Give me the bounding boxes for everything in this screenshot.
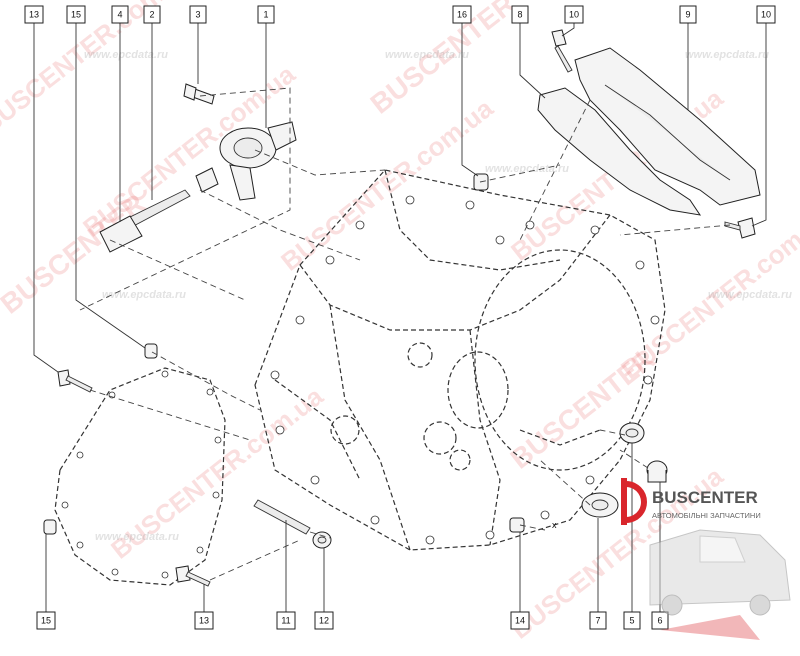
callout-12: 12	[314, 611, 334, 630]
logo-name: BUSCENTER	[652, 488, 758, 507]
watermark-epcdata: www.epcdata.ru	[102, 289, 186, 301]
bolt-10-right	[724, 217, 756, 239]
logo-mark	[621, 478, 647, 525]
callout-1: 1	[257, 5, 275, 24]
washer-5	[619, 422, 645, 444]
stud-11	[253, 499, 311, 535]
callout-6: 6	[651, 611, 669, 630]
watermark-epcdata: www.epcdata.ru	[95, 531, 179, 543]
watermark-epcdata: www.epcdata.ru	[385, 49, 469, 61]
callout-5: 5	[623, 611, 641, 630]
watermark-brand: BUSCENTER	[505, 343, 661, 475]
svg-text:13: 13	[29, 10, 39, 20]
svg-text:4: 4	[117, 10, 122, 20]
bolt-10-top	[551, 29, 573, 73]
svg-text:2: 2	[149, 10, 154, 20]
callout-11: 11	[276, 611, 296, 630]
svg-text:7: 7	[595, 616, 600, 626]
svg-text:15: 15	[71, 10, 81, 20]
dowel-14	[509, 517, 525, 533]
svg-text:12: 12	[319, 616, 329, 626]
svg-text:5: 5	[629, 616, 634, 626]
callout-13-top: 13	[24, 5, 44, 24]
bolt-13-top	[57, 369, 93, 393]
svg-text:10: 10	[761, 10, 771, 20]
callout-3: 3	[189, 5, 207, 24]
svg-text:3: 3	[195, 10, 200, 20]
svg-text:13: 13	[199, 616, 209, 626]
bolt-3	[183, 83, 215, 105]
bracket-9	[574, 47, 761, 206]
callout-10-top: 10	[564, 5, 584, 24]
seal-7	[581, 492, 619, 518]
svg-text:11: 11	[281, 616, 290, 626]
leader-lines	[33, 23, 767, 612]
plug-6	[646, 460, 668, 483]
svg-text:16: 16	[457, 10, 467, 20]
callout-16: 16	[452, 5, 472, 24]
dowel-15-top	[144, 343, 158, 359]
callout-10-right: 10	[756, 5, 776, 24]
callout-4: 4	[111, 5, 129, 24]
watermark-site: BUSCENTER.com.ua	[275, 93, 499, 277]
clutch-slave-cylinder	[219, 121, 297, 201]
svg-text:14: 14	[515, 616, 525, 626]
side-cover-gasket	[54, 367, 226, 586]
svg-text:9: 9	[685, 10, 690, 20]
callout-9: 9	[679, 5, 697, 24]
callout-15-bottom: 15	[36, 611, 56, 630]
callout-14: 14	[510, 611, 530, 630]
dowel-15-bottom	[43, 519, 57, 535]
svg-text:8: 8	[517, 10, 522, 20]
buscenter-logo: BUSCENTER АВТОМОБІЛЬНІ ЗАПЧАСТИНИ	[621, 478, 791, 640]
svg-text:1: 1	[263, 10, 268, 20]
svg-text:10: 10	[569, 10, 579, 20]
callout-8: 8	[511, 5, 529, 24]
watermark-epcdata: www.epcdata.ru	[485, 163, 569, 175]
watermark-epcdata: www.epcdata.ru	[84, 49, 168, 61]
van-illustration	[649, 529, 791, 640]
callout-2: 2	[143, 5, 161, 24]
callout-7: 7	[589, 611, 607, 630]
alignment-lines	[79, 87, 731, 581]
watermark-epcdata: www.epcdata.ru	[685, 49, 769, 61]
callout-15-top: 15	[66, 5, 86, 24]
watermark-epcdata: www.epcdata.ru	[708, 289, 792, 301]
svg-text:6: 6	[657, 616, 662, 626]
svg-text:15: 15	[41, 616, 51, 626]
logo-tagline: АВТОМОБІЛЬНІ ЗАПЧАСТИНИ	[652, 511, 761, 520]
bolt-13-bottom	[175, 565, 211, 587]
nut-12	[312, 531, 332, 549]
shield-8	[537, 87, 702, 216]
callout-13-bottom: 13	[194, 611, 214, 630]
axis-marker-x: x	[552, 520, 557, 530]
